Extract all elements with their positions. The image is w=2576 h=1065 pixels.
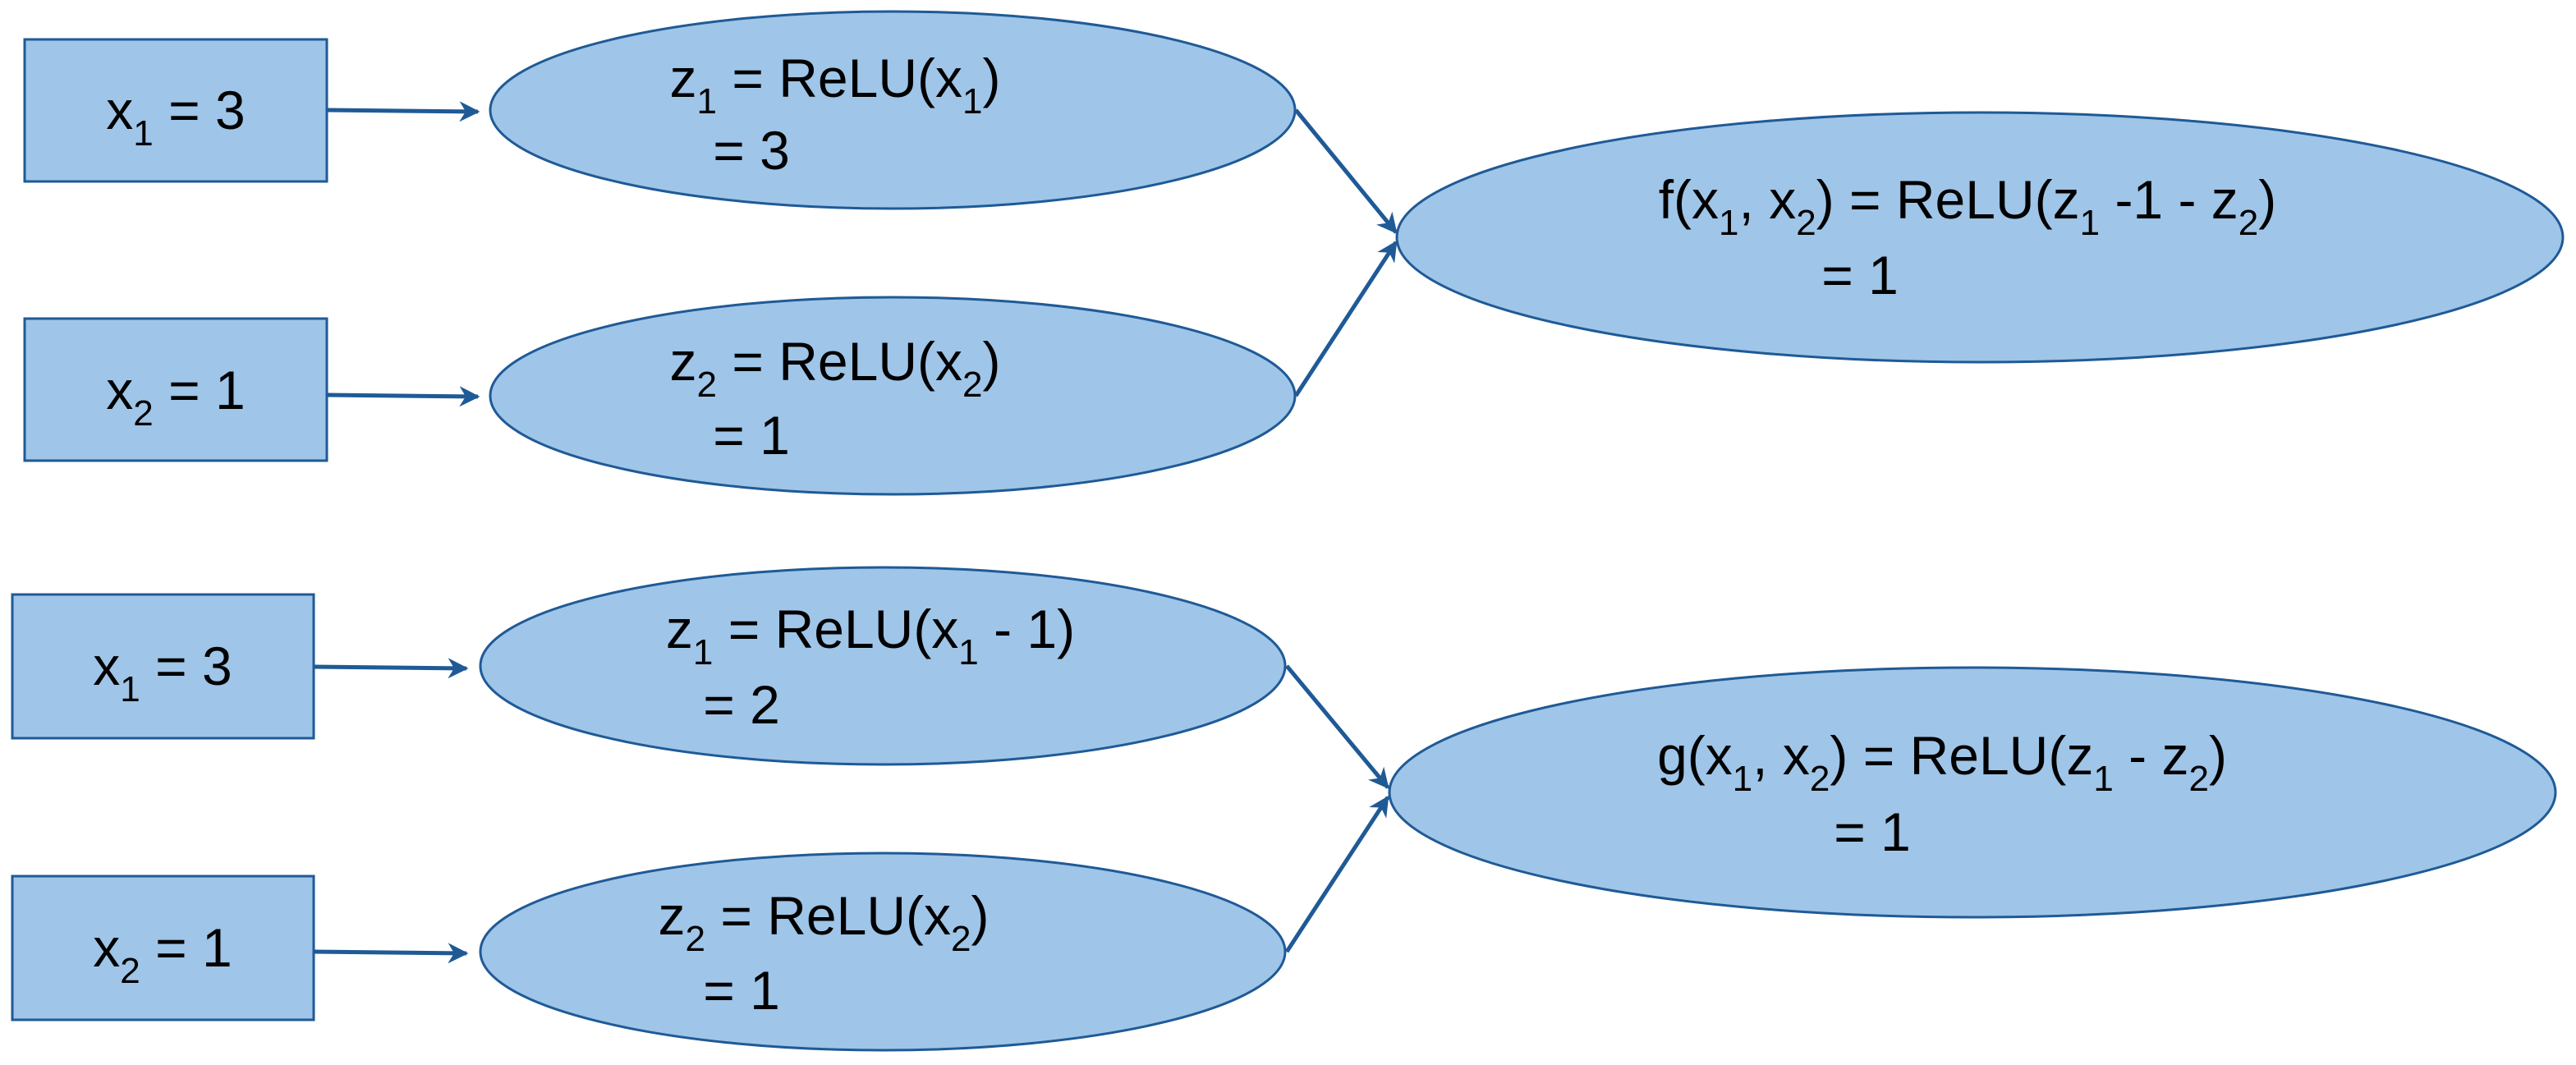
input-x2-label: x2 = 1 — [106, 360, 245, 434]
hidden-z2-value: = 1 — [713, 405, 790, 466]
hidden-z1-g-value: = 2 — [703, 674, 780, 735]
hidden-node-z1: z1 = ReLU(x1) = 3 — [489, 10, 1297, 210]
hidden-z2-g-value: = 1 — [703, 960, 780, 1021]
input-x1-g-label: x1 = 3 — [93, 636, 232, 709]
hidden-node-z1-g: z1 = ReLU(x1 - 1) = 2 — [479, 566, 1287, 766]
output-g-formula: g(x1, x2) = ReLU(z1 - z2) — [1657, 725, 2227, 799]
hidden-z2-formula: z2 = ReLU(x2) — [670, 331, 1001, 405]
input-x2-g-label: x2 = 1 — [93, 917, 232, 991]
arrow-x2-to-z2-g — [313, 943, 469, 964]
hidden-z1-g-formula: z1 = ReLU(x1 - 1) — [666, 599, 1075, 673]
input-node-x1: x1 = 3 — [23, 38, 328, 183]
hidden-z1-formula: z1 = ReLU(x1) — [670, 48, 1001, 122]
arrow-x2-to-z2 — [326, 386, 480, 407]
input-node-x2: x2 = 1 — [23, 317, 328, 462]
arrow-x1-to-z1 — [326, 101, 480, 122]
diagram-g: x1 = 3 x2 = 1 z1 = ReLU(x1 - 1) = 2 z2 =… — [11, 566, 2557, 1052]
input-node-x1-g: x1 = 3 — [11, 593, 315, 740]
arrow-z2-to-f — [1293, 240, 1398, 397]
output-node-f: f(x1, x2) = ReLU(z1 -1 - z2) = 1 — [1395, 111, 2565, 364]
arrow-z1-to-f — [1294, 108, 1398, 234]
output-f-formula: f(x1, x2) = ReLU(z1 -1 - z2) — [1659, 169, 2277, 243]
arrow-z2-to-g — [1284, 795, 1390, 953]
output-node-g: g(x1, x2) = ReLU(z1 - z2) = 1 — [1388, 666, 2557, 919]
diagram-f: x1 = 3 x2 = 1 z1 = ReLU(x1) = 3 z2 = ReL… — [23, 10, 2565, 496]
arrow-x1-to-z1-g — [313, 658, 469, 679]
hidden-node-z2: z2 = ReLU(x2) = 1 — [489, 296, 1297, 496]
arrow-z1-to-g — [1285, 664, 1389, 789]
output-g-value: = 1 — [1834, 801, 1911, 862]
hidden-z2-g-formula: z2 = ReLU(x2) — [659, 885, 990, 959]
output-f-value: = 1 — [1821, 245, 1899, 305]
input-x1-label: x1 = 3 — [106, 80, 245, 154]
hidden-z1-value: = 3 — [713, 120, 790, 181]
input-node-x2-g: x2 = 1 — [11, 874, 315, 1021]
hidden-node-z2-g: z2 = ReLU(x2) = 1 — [479, 852, 1287, 1052]
